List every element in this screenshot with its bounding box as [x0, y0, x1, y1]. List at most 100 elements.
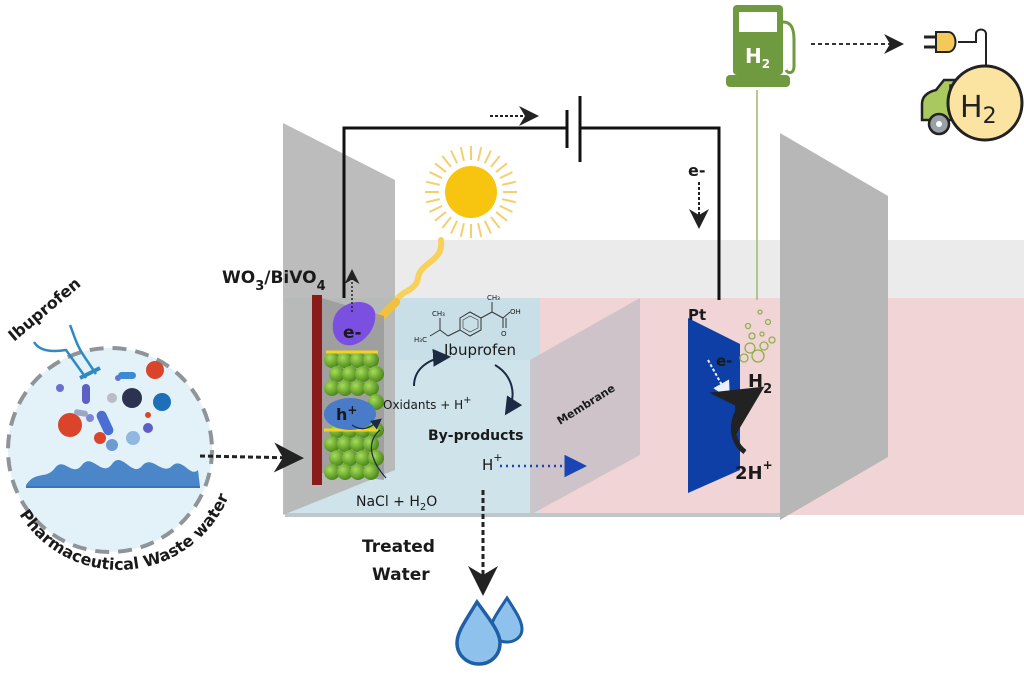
bubble: [768, 336, 776, 344]
sun-ray: [425, 198, 441, 204]
external-circuit: e-: [342, 96, 721, 300]
sun-ray: [499, 204, 513, 213]
sun-ray: [483, 150, 492, 164]
sun-ray: [459, 222, 465, 238]
pill-particle: [126, 431, 140, 445]
pill-particle: [56, 384, 64, 392]
proton-label: H+: [482, 451, 503, 474]
treated-water-line1: Treated: [362, 537, 435, 557]
bubble: [759, 341, 769, 351]
sun-ray: [429, 171, 443, 180]
pill-particle: [153, 393, 171, 411]
photocatalyst-particle: [368, 366, 384, 382]
h2-product-label: H2: [748, 371, 772, 397]
capsule: [118, 372, 136, 379]
capsule: [96, 410, 114, 436]
vehicle-label: H2: [960, 90, 997, 129]
photocatalyst-particle: [363, 352, 379, 368]
tank-back-headspace: [395, 240, 1024, 300]
cathode-electron-label: e-: [716, 352, 732, 370]
molecule-oh: OH: [510, 308, 521, 316]
photoanode: e- h+ WO3/BiVO4: [222, 268, 384, 485]
pill-particle: [145, 412, 151, 418]
tank-right-wall: [780, 133, 888, 520]
cathode-label: Pt: [688, 306, 706, 324]
membrane-panel: [530, 298, 640, 515]
photocatalyst-particle: [324, 380, 340, 396]
hole-blob: [324, 398, 376, 430]
molecule-ch3-left: CH₃: [432, 310, 445, 318]
photocatalyst-particle: [363, 380, 379, 396]
h2-evolution-arrow-icon: [708, 386, 765, 455]
anode-electron-label: e-: [343, 323, 362, 343]
station-label: H2: [745, 44, 770, 71]
photocatalyst-particle: [355, 366, 371, 382]
sun-ray: [495, 211, 508, 222]
sun-ray: [434, 162, 447, 173]
hydrogen-vehicle-icon: H2: [920, 28, 1024, 142]
bubble: [751, 349, 765, 363]
hydrogen-bubbles-icon: [739, 309, 776, 363]
photocatalyst-particle: [337, 380, 353, 396]
sun-ray: [434, 211, 447, 222]
bubble: [739, 353, 749, 363]
photocatalyst-particle: [337, 352, 353, 368]
capsule: [82, 384, 90, 404]
anode-substrate-bar: [312, 295, 322, 485]
sun-ray: [450, 150, 459, 164]
photocatalyst-particle: [337, 464, 353, 480]
sun-ray: [477, 146, 483, 162]
anode-material-label: WO3/BiVO4: [222, 268, 326, 294]
oxidants-label: Oxidants + H+: [383, 395, 472, 412]
treated-water-line2: Water: [372, 565, 430, 585]
bubble: [757, 309, 763, 315]
sun-ray: [450, 220, 459, 234]
sun-ray: [490, 216, 501, 229]
bubble: [744, 322, 752, 330]
reaction-scheme: CH₃ CH₃ H₃C OH O Ibuprofen Oxidants + H+…: [351, 294, 587, 513]
hydrogen-station-icon: H2: [726, 5, 796, 87]
sun-ray: [490, 155, 501, 168]
photocatalyst-particle: [350, 464, 366, 480]
water-drops-icon: [455, 595, 524, 666]
light-ray-icon: [393, 237, 445, 305]
photocatalyst-particle: [350, 436, 366, 452]
water-splash-icon: [26, 459, 200, 487]
pill-particle: [58, 413, 82, 437]
sun-ray: [429, 204, 443, 213]
beaker-icon: [32, 324, 101, 380]
oxidation-arrow-icon: [413, 348, 451, 387]
sun-ray: [425, 180, 441, 186]
byproducts-label: By-products: [428, 428, 523, 444]
photocatalyst-particle: [355, 450, 371, 466]
molecule-ch3-top: CH₃: [487, 294, 500, 302]
sun-ray: [501, 198, 517, 204]
sun-icon: [376, 146, 517, 322]
photocatalyst-particle: [363, 464, 379, 480]
electrolyte-label: NaCl + H2O: [356, 494, 437, 513]
photocatalyst-particle: [342, 366, 358, 382]
sun-ray: [441, 216, 452, 229]
cathode: Pt e- H2 2H+: [688, 90, 776, 493]
molecule-o: O: [501, 330, 507, 338]
pill-particle: [146, 361, 164, 379]
degradation-arrow-icon: [494, 364, 523, 416]
sun-ray: [459, 146, 465, 162]
pill-particle: [122, 388, 142, 408]
photocatalyst-particle: [324, 352, 340, 368]
photocatalyst-particle: [324, 436, 340, 452]
pill-particle: [107, 393, 117, 403]
sun-ray: [441, 155, 452, 168]
photocatalyst-particles: [324, 352, 384, 480]
circuit-electron-label: e-: [688, 161, 706, 180]
proton-reactant-label: 2H+: [735, 458, 773, 484]
electron-blob: [332, 301, 376, 346]
bubble: [759, 331, 765, 337]
feed-arrow-icon: [199, 442, 304, 473]
reactor-tank: Membrane: [283, 123, 1024, 520]
pill-particle: [86, 414, 94, 422]
pill-particle: [143, 423, 153, 433]
sun-ray: [501, 180, 517, 186]
sun-ray: [499, 171, 513, 180]
